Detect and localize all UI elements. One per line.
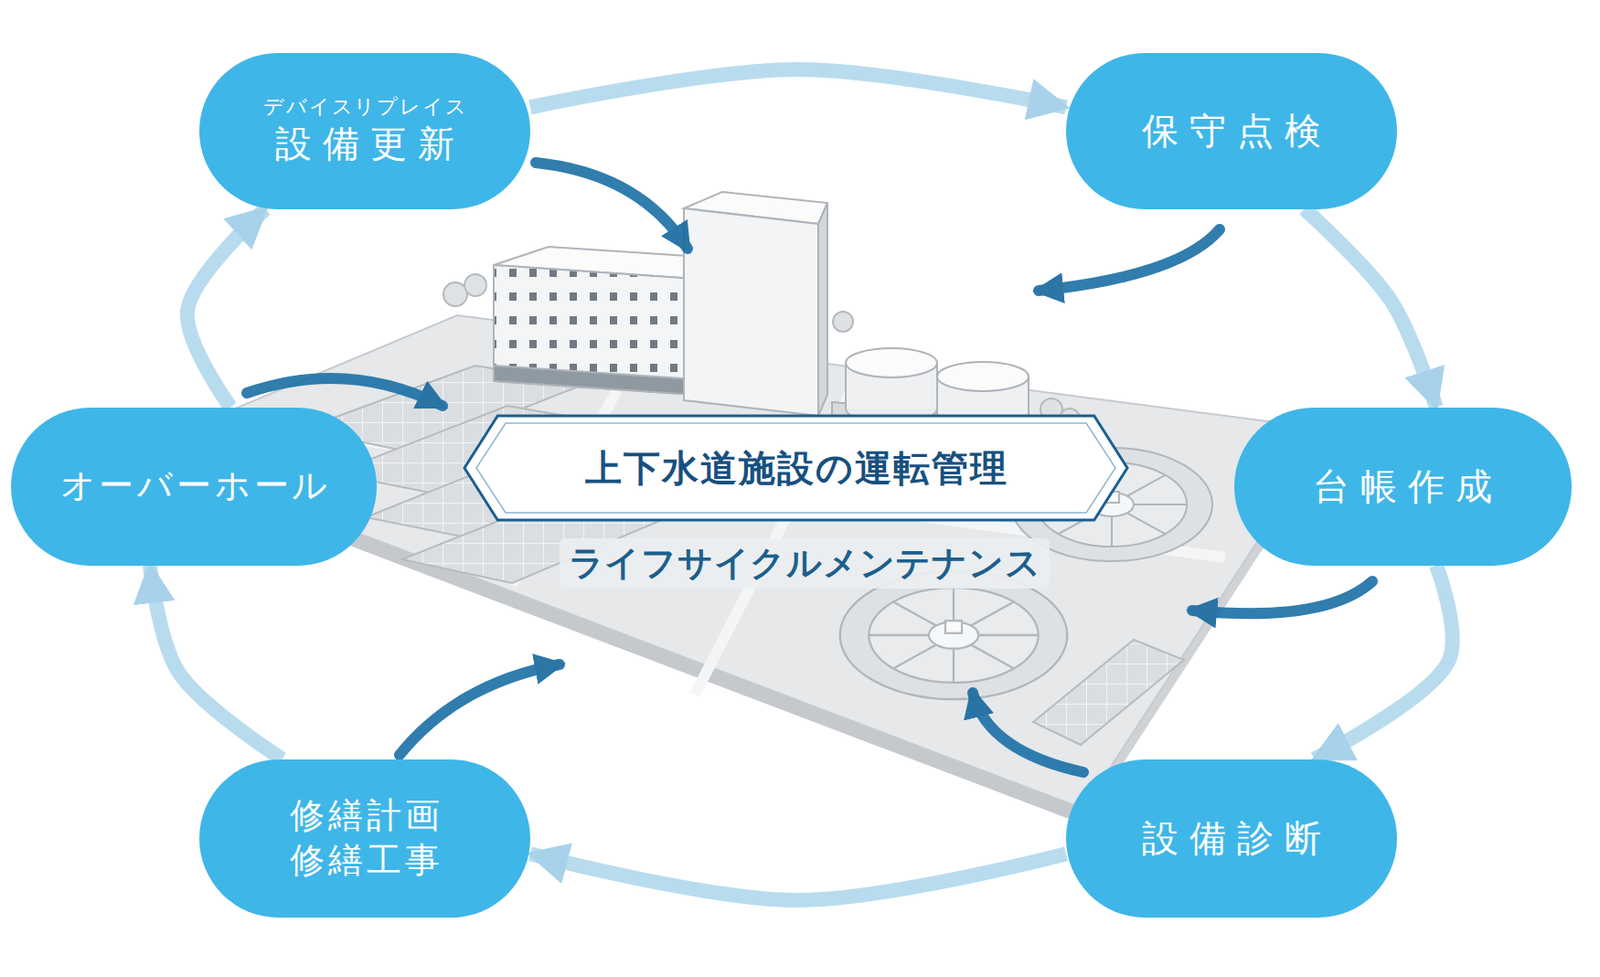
node-subtext: デバイスリプレイス xyxy=(262,94,469,121)
illustration-part xyxy=(1089,492,1134,517)
title-banner: 上下水道施設の運転管理 xyxy=(464,416,1128,521)
illustration-part xyxy=(937,362,1029,392)
banner-outline-shape xyxy=(464,416,1128,521)
process-pill: 設備診断 xyxy=(1066,759,1398,918)
node-text: 設備更新 xyxy=(264,119,466,168)
inner-arrows xyxy=(246,162,1373,773)
tanks xyxy=(845,348,1029,438)
illustration-part xyxy=(683,208,819,416)
subtitle-label: ライフサイクルメンテナンス xyxy=(559,538,1051,589)
cycle-arrow xyxy=(149,565,283,760)
illustration-part xyxy=(845,348,938,378)
illustration-part xyxy=(945,620,962,634)
node-text: 台帳作成 xyxy=(1301,462,1504,511)
cycle-arrow xyxy=(1314,565,1453,760)
node-text: 上下水道施設の運転管理 xyxy=(583,444,1009,492)
illustration-part xyxy=(493,365,695,395)
illustration-part xyxy=(832,311,854,332)
cycle-arrow xyxy=(530,69,1067,107)
cycle-arrow xyxy=(530,853,1067,901)
process-pill: 保守点検 xyxy=(1066,53,1398,210)
illustration-part xyxy=(1059,408,1080,429)
node-text: 修繕計画 修繕工事 xyxy=(269,793,461,885)
illustration-part xyxy=(399,664,560,756)
illustration-part xyxy=(246,378,443,406)
illustration-part xyxy=(1104,491,1120,503)
process-pill: オーバーホール xyxy=(10,407,377,566)
illustration-part xyxy=(1036,462,1187,547)
illustration-part xyxy=(1038,229,1220,291)
illustration-part xyxy=(972,693,1084,773)
illustration-part xyxy=(1192,581,1373,614)
node-text: 設備診断 xyxy=(1130,814,1333,863)
illustration-part xyxy=(840,571,1068,700)
illustration-part xyxy=(868,587,1038,683)
cycle-arrow xyxy=(187,209,267,408)
banner-outline xyxy=(464,416,1128,521)
node-text: オーバーホール xyxy=(56,463,331,509)
clarifier xyxy=(840,571,1068,700)
illustration-part xyxy=(1011,448,1213,562)
clarifier xyxy=(1011,448,1213,562)
cycle-arrow xyxy=(1304,209,1437,408)
basins xyxy=(301,365,1184,746)
illustration-part xyxy=(493,265,695,395)
process-pill: 修繕計画 修繕工事 xyxy=(199,759,531,918)
banner-inner-line xyxy=(476,423,1116,513)
illustration-part xyxy=(535,162,688,249)
illustration-part xyxy=(1036,462,1187,547)
node-text: 保守点検 xyxy=(1130,106,1333,155)
illustration-part xyxy=(402,490,686,584)
illustration-part xyxy=(818,202,828,416)
illustration-part xyxy=(868,587,1038,683)
process-pill: デバイスリプレイス設備更新 xyxy=(199,53,531,210)
illustration-part xyxy=(464,274,487,297)
process-pill: 台帳作成 xyxy=(1234,407,1572,566)
